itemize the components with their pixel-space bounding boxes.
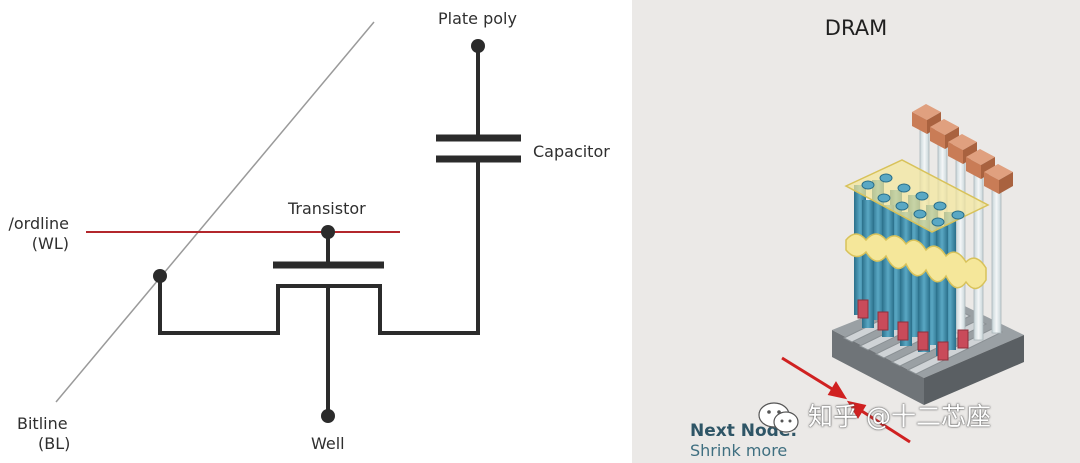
channel-wire <box>158 160 480 335</box>
wechat-logo-icon <box>758 402 799 433</box>
base-slab-left <box>832 330 924 405</box>
dram-illustration-panel: DRAM <box>632 0 1080 463</box>
transistor-label: Transistor <box>288 199 366 218</box>
bitline-abbr-label: (BL) <box>38 434 71 453</box>
well-node <box>321 409 335 423</box>
base-slab-right <box>924 335 1024 405</box>
circuit-schematic <box>55 21 521 423</box>
dram-title: DRAM <box>824 16 888 40</box>
plate-poly-node <box>471 39 485 53</box>
wordline-label: /ordline <box>8 214 69 233</box>
gate-node <box>321 225 335 239</box>
capacitor-label: Capacitor <box>533 142 610 161</box>
support-ring-lower <box>845 233 987 290</box>
storage-node-contacts <box>857 299 969 361</box>
shrink-arrows <box>781 356 911 444</box>
watermark: 知乎 @十二芯座 <box>752 398 1080 438</box>
plate-poly-label: Plate poly <box>438 9 517 28</box>
next-node-subtitle: Shrink more <box>690 441 788 460</box>
circuit-diagram-panel: Plate poly Capacitor Transistor /ordline… <box>8 9 610 453</box>
bitline-line <box>55 21 375 403</box>
well-label: Well <box>311 434 345 453</box>
wordline-abbr-label: (WL) <box>31 234 69 253</box>
watermark-text: 知乎 @十二芯座 <box>808 402 991 431</box>
capacitor-contact-blocks <box>912 104 1013 194</box>
bitline-label: Bitline <box>17 414 68 433</box>
pillar-tops <box>861 173 965 227</box>
bitline-node <box>153 269 167 283</box>
dram-3d-structure <box>781 104 1024 444</box>
